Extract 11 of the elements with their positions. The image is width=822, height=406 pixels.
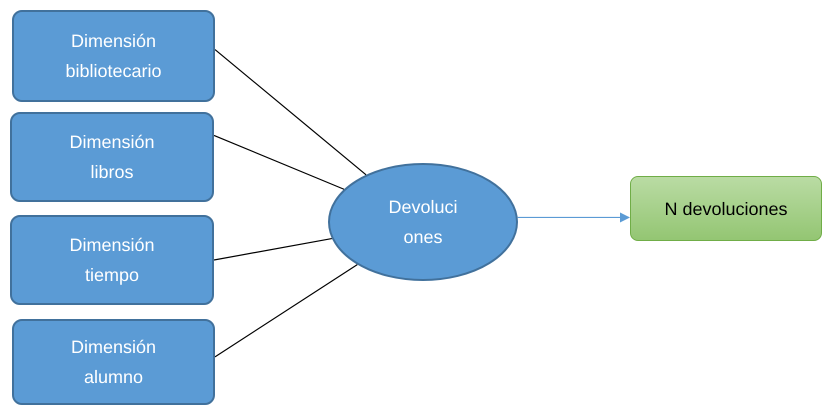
node-label: Devoluci ones (387, 196, 459, 249)
dimension-box: Dimensión alumno (12, 319, 215, 405)
arrow (518, 212, 630, 222)
connector-line (214, 264, 358, 358)
dimension-box: Dimensión tiempo (10, 215, 214, 305)
result-box: N devoluciones (630, 176, 822, 241)
dimension-box: Dimensión libros (10, 112, 214, 202)
connector-line (214, 134, 344, 190)
connector-line (214, 238, 332, 261)
dimension-box: Dimensión bibliotecario (12, 10, 215, 102)
connector-line (214, 49, 366, 176)
